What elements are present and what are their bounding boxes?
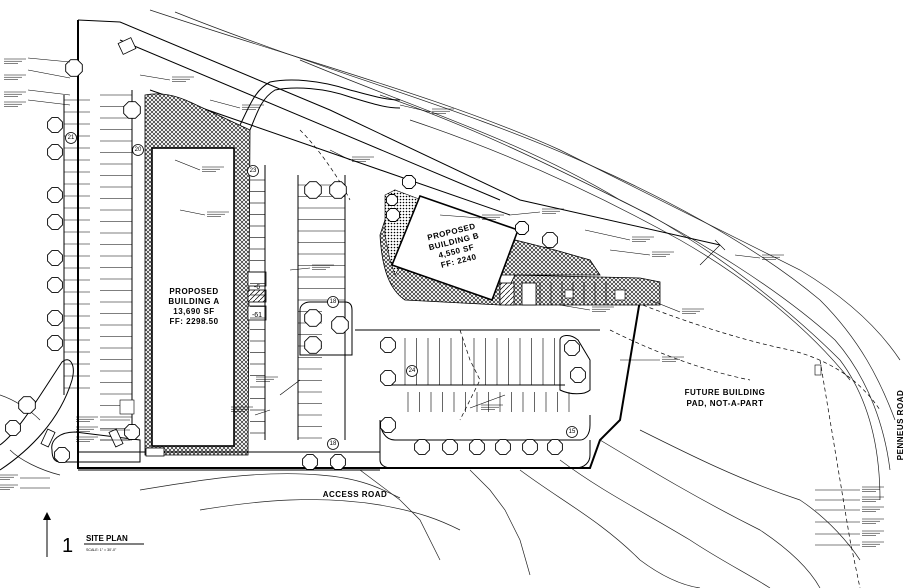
tree-symbol <box>47 117 63 133</box>
tree-symbol <box>442 439 458 455</box>
tree-symbol <box>402 175 416 189</box>
leader-line <box>254 409 271 416</box>
parking-count-island-north: 18 <box>330 299 337 305</box>
leader-line <box>559 304 591 311</box>
leader-line <box>209 99 241 109</box>
parking-count-building-a-east: 23 <box>250 168 257 174</box>
building-b <box>390 194 520 302</box>
leader-line <box>439 214 481 219</box>
tree-symbol <box>564 340 580 356</box>
tree-symbol <box>47 250 63 266</box>
leader-line <box>329 149 351 161</box>
property-boundary <box>77 19 861 588</box>
parking-count-building-a-west: 20 <box>135 147 142 153</box>
tree-symbol <box>304 309 322 327</box>
tree-symbol <box>547 439 563 455</box>
tree-symbol <box>302 454 318 470</box>
drawing-scale: SCALE: 1" = 30'-0" <box>86 548 117 552</box>
tree-symbol <box>495 439 511 455</box>
parked-cars <box>40 37 822 457</box>
leader-line <box>27 69 71 79</box>
room-marker-1: -6 <box>254 284 260 291</box>
tree-symbol <box>386 208 400 222</box>
tree-symbol <box>330 454 346 470</box>
north-drive <box>239 79 401 131</box>
tree-symbol <box>380 370 396 386</box>
tree-symbol <box>386 194 398 206</box>
tree-symbol <box>5 420 21 436</box>
building-a <box>151 147 267 447</box>
tree-symbol <box>47 335 63 351</box>
tree-symbol <box>414 439 430 455</box>
parking-count-center-row: 24 <box>409 368 416 374</box>
leader-line <box>174 159 201 171</box>
tree-symbol <box>542 232 558 248</box>
tree-symbol <box>380 417 396 433</box>
tree-symbol <box>47 214 63 230</box>
leader-line <box>584 229 631 241</box>
future-building-label: FUTURE BUILDING PAD, NOT-A-PART <box>685 388 766 408</box>
tree-symbol <box>522 439 538 455</box>
tree-symbol <box>304 336 322 354</box>
parking-stalls <box>64 94 607 441</box>
leader-line <box>734 254 761 259</box>
tree-symbol <box>47 187 63 203</box>
tree-symbol <box>570 367 586 383</box>
parking-count-south-row: 15 <box>569 429 576 435</box>
tree-symbol <box>331 316 349 334</box>
parking-count-west-row: 21 <box>68 135 75 141</box>
leader-line <box>279 379 301 396</box>
leader-line <box>469 394 506 409</box>
leader-line <box>27 89 71 96</box>
tree-symbol <box>54 447 70 463</box>
tree-symbol <box>123 101 141 119</box>
topographic-contours <box>0 9 901 588</box>
parking-count-island-south: 18 <box>330 441 337 447</box>
building-a-label: PROPOSED BUILDING A 13,690 SF FF: 2298.5… <box>168 287 219 326</box>
leader-line <box>609 249 651 256</box>
tree-symbol <box>380 337 396 353</box>
tree-symbol <box>47 144 63 160</box>
tree-symbol <box>469 439 485 455</box>
building-a-title-line1: PROPOSED <box>169 287 218 296</box>
leader-line <box>139 74 171 81</box>
trees <box>5 59 586 470</box>
parking-count-bubbles: 21 20 23 18 18 24 15 <box>65 132 578 450</box>
drawing-number: 1 <box>62 535 73 557</box>
curbs-and-islands <box>0 90 626 471</box>
leader-line <box>509 211 541 216</box>
penneus-road-label: PENNEUS ROAD <box>896 390 905 460</box>
leader-line <box>179 209 206 216</box>
building-a-area: 13,690 SF <box>173 307 214 316</box>
future-building-line1: FUTURE BUILDING <box>685 388 766 397</box>
drawing-title-block: 1 SITE PLAN SCALE: 1" = 30'-0" <box>43 512 144 557</box>
leader-line <box>399 104 431 113</box>
drawing-title: SITE PLAN <box>86 534 128 543</box>
tree-symbol <box>329 181 347 199</box>
leader-line <box>649 299 681 313</box>
room-marker-2: -61 <box>252 312 262 319</box>
north-arrow-icon <box>43 512 51 520</box>
tree-symbol <box>124 424 140 440</box>
tree-symbol <box>515 221 529 235</box>
annotation-leaders <box>0 57 884 547</box>
leader-line <box>27 99 71 106</box>
tree-symbol <box>47 310 63 326</box>
building-a-title-line2: BUILDING A <box>168 297 219 306</box>
tree-symbol <box>304 181 322 199</box>
tree-symbol <box>65 59 83 77</box>
building-a-ff: FF: 2298.50 <box>169 317 218 326</box>
future-building-line2: PAD, NOT-A-PART <box>687 399 764 408</box>
tree-symbol <box>18 396 36 414</box>
leader-line <box>289 267 311 271</box>
leader-line <box>27 57 71 63</box>
access-road-label: ACCESS ROAD <box>323 490 388 499</box>
tree-symbol <box>47 277 63 293</box>
